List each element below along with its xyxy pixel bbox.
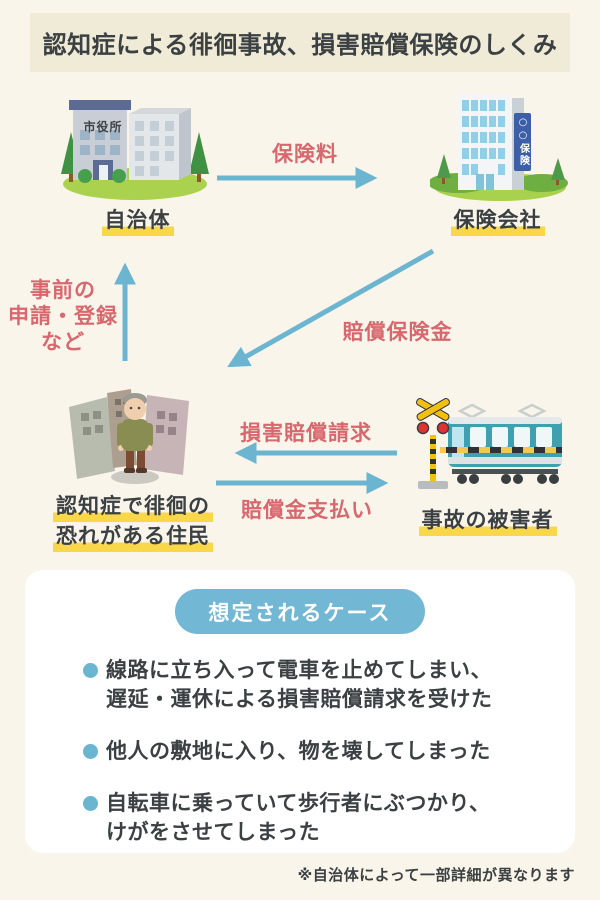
page-title: 認知症による徘徊事故、損害賠償保険のしくみ — [42, 31, 558, 59]
victim-label-text: 事故の被害者 — [418, 506, 557, 536]
resident-label-line1: 認知症で徘徊の — [53, 492, 213, 522]
bullet-circle-icon — [83, 743, 98, 759]
insurer-label-text: 保険会社 — [450, 206, 545, 236]
resident-label-line2: 恐れがある住民 — [53, 522, 213, 552]
case-text: 自転車に乗っていて歩行者にぶつかり、 けがをさせてしまった — [106, 790, 491, 844]
list-item: 他人の敷地に入り、物を壊してしまった — [83, 737, 545, 766]
insurer-label: 保険会社 — [420, 206, 575, 236]
claim-arrow — [234, 441, 397, 465]
cases-heading: 想定されるケース — [208, 600, 392, 625]
list-item: 自転車に乗っていて歩行者にぶつかり、 けがをさせてしまった — [83, 789, 545, 847]
resident-label: 認知症で徘徊の 恐れがある住民 — [38, 492, 228, 552]
application-arrow — [113, 262, 137, 361]
list-item: 線路に立ち入って電車を止めてしまい、 遅延・運休による損害賠償請求を受けた — [83, 656, 545, 714]
train-illustration — [416, 398, 562, 489]
payment-arrow — [216, 471, 389, 495]
premium-flow-label: 保険料 — [272, 142, 338, 166]
municipality-label: 自治体 — [60, 206, 215, 236]
case-text: 他人の敷地に入り、物を壊してしまった — [106, 738, 491, 763]
insurance-company-illustration — [430, 94, 568, 201]
claim-flow-label: 損害賠償請求 — [240, 421, 372, 445]
city-hall-sign: 市役所 — [83, 120, 123, 134]
payment-flow-label: 賠償金支払い — [241, 498, 373, 522]
cases-heading-pill: 想定されるケース — [175, 589, 425, 634]
footnote: ※自治体によって一部詳細が異なります — [297, 866, 575, 884]
victim-label: 事故の被害者 — [395, 506, 580, 536]
bullet-circle-icon — [83, 663, 98, 678]
municipality-label-text: 自治体 — [101, 206, 174, 236]
application-flow-label: 事前の 申請・登録 など — [8, 278, 118, 354]
insurance-company-sign: ○○保険 — [517, 117, 529, 167]
city-hall-illustration — [61, 100, 209, 200]
resident-illustration — [69, 389, 189, 484]
cases-card: 想定されるケース 線路に立ち入って電車を止めてしまい、 遅延・運休による損害賠償… — [25, 570, 575, 853]
bullet-circle-icon — [83, 795, 98, 811]
premium-arrow — [217, 166, 378, 190]
case-list: 線路に立ち入って電車を止めてしまい、 遅延・運休による損害賠償請求を受けた 他人… — [25, 656, 575, 847]
title-box: 認知症による徘徊事故、損害賠償保険のしくみ — [30, 13, 570, 72]
payout-arrow — [227, 248, 435, 368]
payout-flow-label: 賠償保険金 — [342, 320, 453, 344]
case-text: 線路に立ち入って電車を止めてしまい、 遅延・運休による損害賠償請求を受けた — [106, 658, 493, 711]
